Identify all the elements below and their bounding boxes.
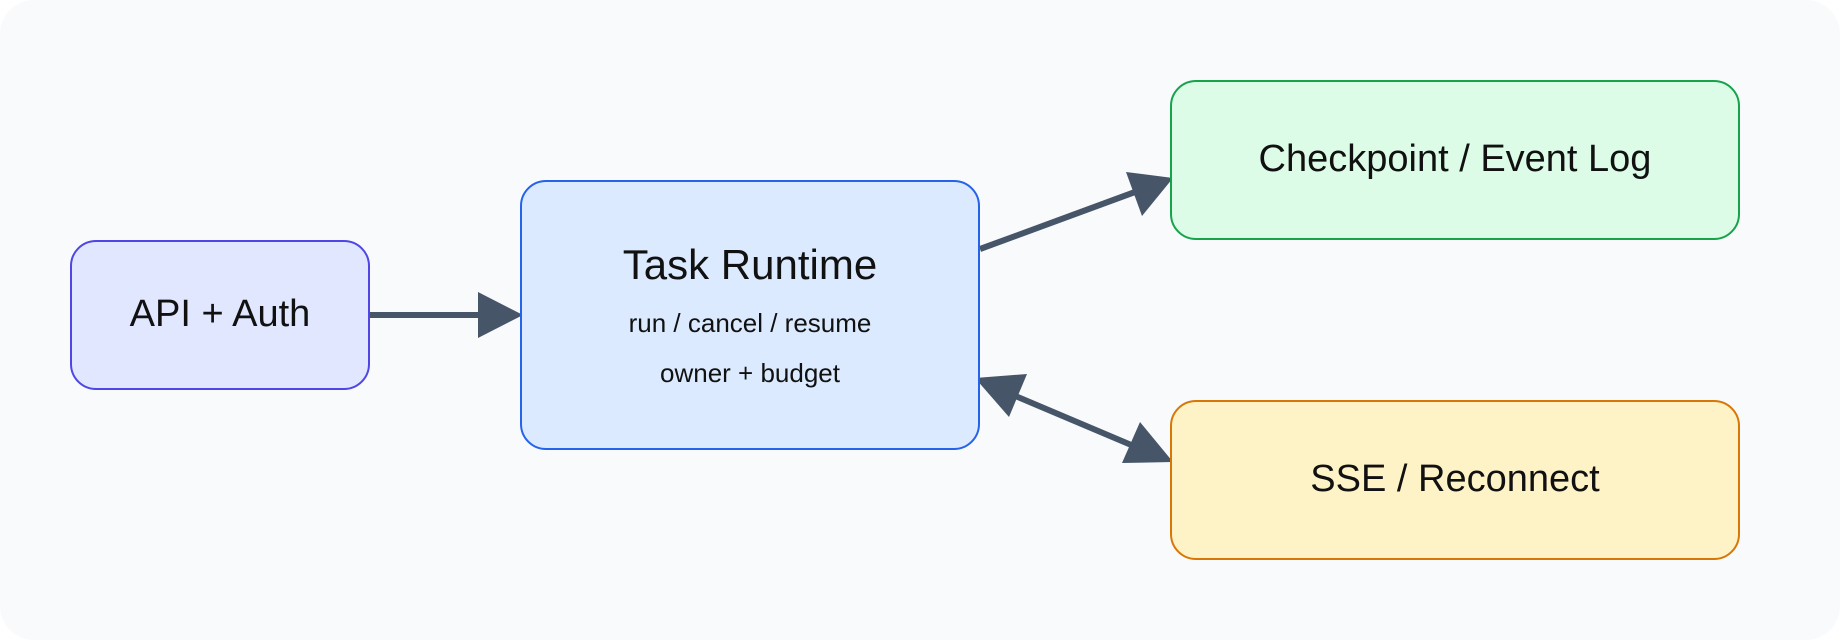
node-checkpoint-event-log: Checkpoint / Event Log [1170, 80, 1740, 240]
node-api-auth-label: API + Auth [129, 293, 311, 336]
arrowhead-icon [1126, 172, 1173, 216]
node-checkpoint-label: Checkpoint / Event Log [1258, 138, 1652, 181]
node-task-runtime-line1: run / cancel / resume [628, 307, 872, 338]
node-sse-reconnect: SSE / Reconnect [1170, 400, 1740, 560]
edge-runtime-sse-bidirectional [975, 374, 1173, 463]
node-api-auth: API + Auth [70, 240, 370, 390]
node-task-runtime-title: Task Runtime [622, 241, 878, 289]
node-task-runtime-line2: owner + budget [660, 358, 840, 389]
edge-api-to-runtime [370, 292, 523, 338]
arrowhead-icon [478, 292, 523, 338]
edge-runtime-to-checkpoint [978, 172, 1173, 252]
edge-line [1004, 389, 1138, 450]
node-sse-label: SSE / Reconnect [1310, 458, 1600, 501]
arrowhead-icon [1122, 422, 1173, 463]
arrowhead-icon [975, 374, 1027, 417]
node-task-runtime: Task Runtime run / cancel / resume owner… [520, 180, 980, 450]
edge-line [978, 189, 1137, 252]
